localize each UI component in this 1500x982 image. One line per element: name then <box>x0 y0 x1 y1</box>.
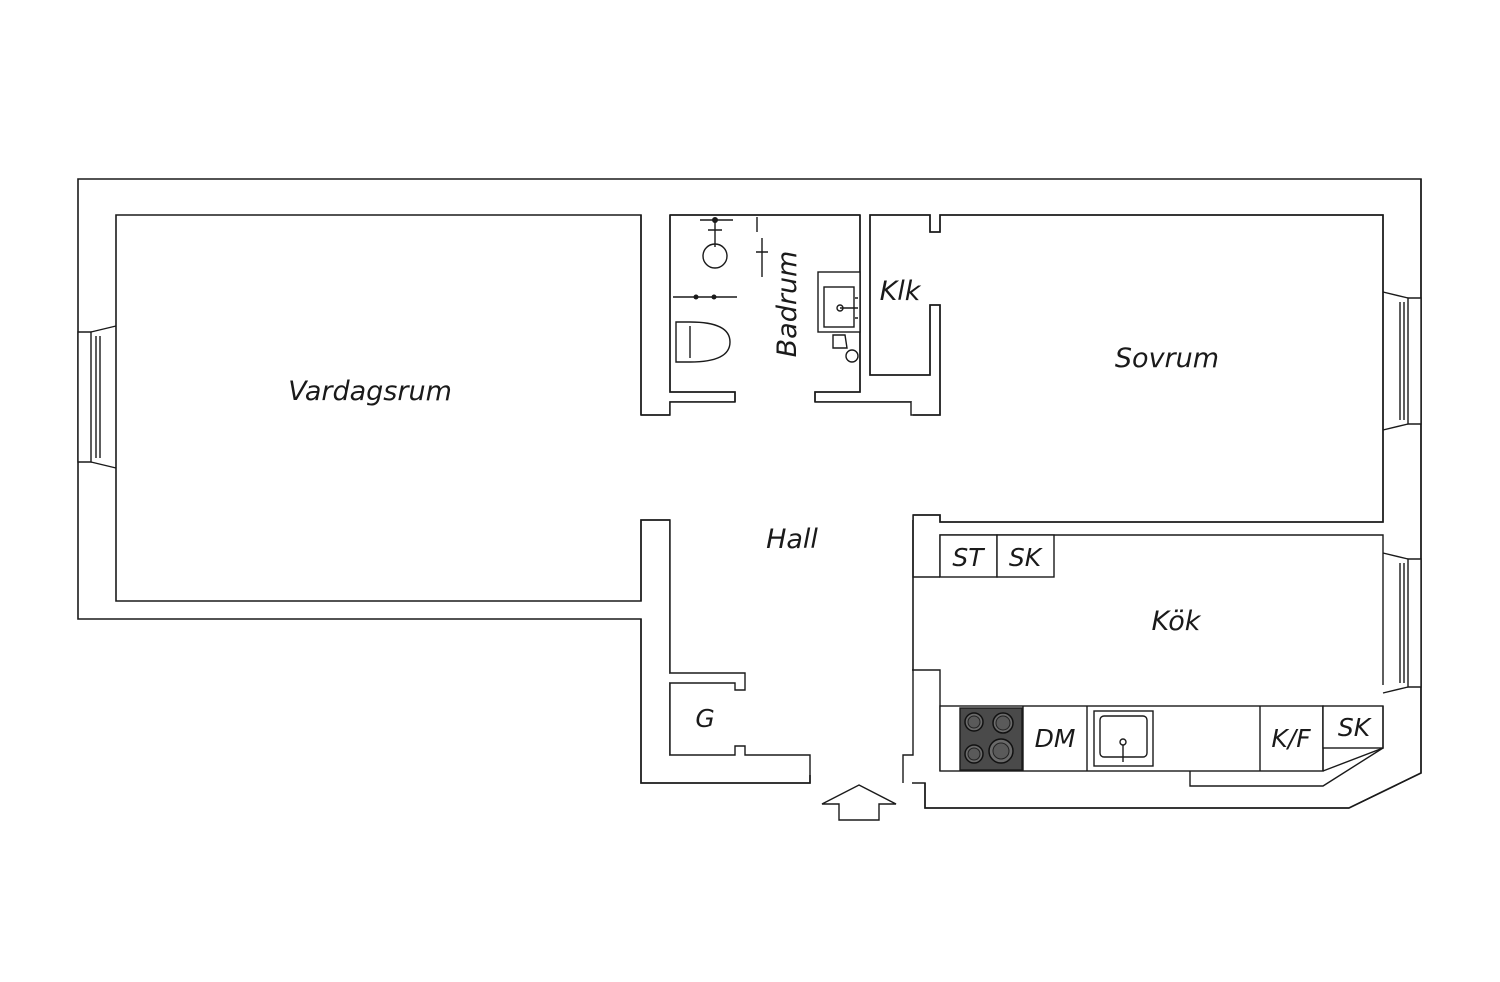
fixture-label-kf: K/F <box>1271 724 1311 753</box>
window-kitchen <box>1382 552 1422 694</box>
room-label-closet: Klk <box>880 276 922 307</box>
hall-walls <box>640 519 811 784</box>
room-label-hall: Hall <box>766 524 818 555</box>
kitchen-corner-line <box>1189 747 1384 787</box>
room-label-wardrobe: G <box>695 704 714 733</box>
fixture-label-sk-hall: SK <box>1009 543 1044 572</box>
fixture-label-st: ST <box>952 543 985 572</box>
room-label-bedroom: Sovrum <box>1115 343 1219 374</box>
room-label-kitchen: Kök <box>1152 606 1202 637</box>
room-label-living: Vardagsrum <box>288 376 452 407</box>
window-living <box>77 325 117 469</box>
fixture-st <box>939 534 998 578</box>
fixture-sk-hall <box>996 534 1055 578</box>
kitchen-walls <box>902 179 1422 809</box>
fixture-label-sk-kitchen: SK <box>1338 713 1373 742</box>
sink-icon <box>817 271 861 363</box>
entrance-arrow-icon <box>821 784 897 821</box>
stove-icon <box>959 707 1023 771</box>
window-bedroom <box>1382 291 1422 431</box>
fixture-sk-kitchen <box>1322 705 1384 749</box>
toilet-icon <box>675 321 731 363</box>
kitchen-sink-icon <box>1093 710 1154 767</box>
fixture-label-dm: DM <box>1035 724 1076 753</box>
room-label-bathroom: Badrum <box>772 251 803 358</box>
shower-icon <box>673 217 768 300</box>
bathroom-walls <box>640 214 1384 578</box>
